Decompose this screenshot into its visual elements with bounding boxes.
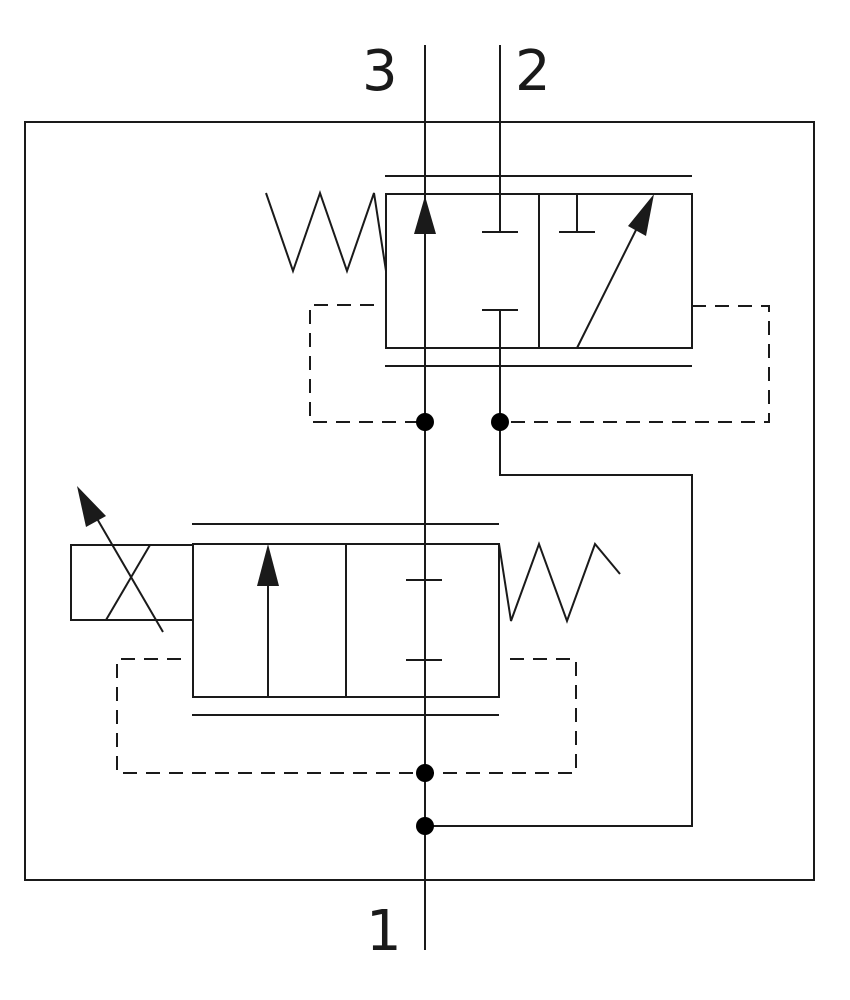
junction-dot	[416, 413, 434, 431]
lower-valve-flow-arrowhead	[257, 544, 279, 586]
upper-valve-spring	[265, 189, 387, 275]
upper-valve	[265, 175, 693, 367]
variable-arrow-shaft	[91, 509, 164, 633]
upper-pilot-line-left	[309, 304, 425, 423]
lower-valve	[70, 486, 621, 716]
port-label-3: 3	[362, 39, 398, 104]
port-label-1: 1	[366, 899, 402, 964]
upper-valve-flow-arrowhead	[414, 196, 436, 234]
junction-dot	[416, 817, 434, 835]
variable-arrow-arrowhead	[77, 486, 106, 527]
upper-valve-diagonal-arrowhead	[628, 194, 654, 236]
port-2-bypass-line	[425, 348, 693, 827]
junction-dot	[491, 413, 509, 431]
lower-pilot-line-right	[425, 658, 577, 774]
lower-pilot-line-left	[116, 658, 425, 774]
port-label-2: 2	[515, 39, 551, 104]
upper-pilot-line-right	[500, 305, 770, 423]
upper-valve-diagonal-flow	[576, 217, 643, 349]
solenoid-actuator	[70, 544, 194, 621]
lower-valve-spring	[498, 541, 621, 624]
junction-dot	[416, 764, 434, 782]
solenoid-diagonal-a	[105, 544, 151, 621]
enclosure-box	[24, 121, 815, 881]
